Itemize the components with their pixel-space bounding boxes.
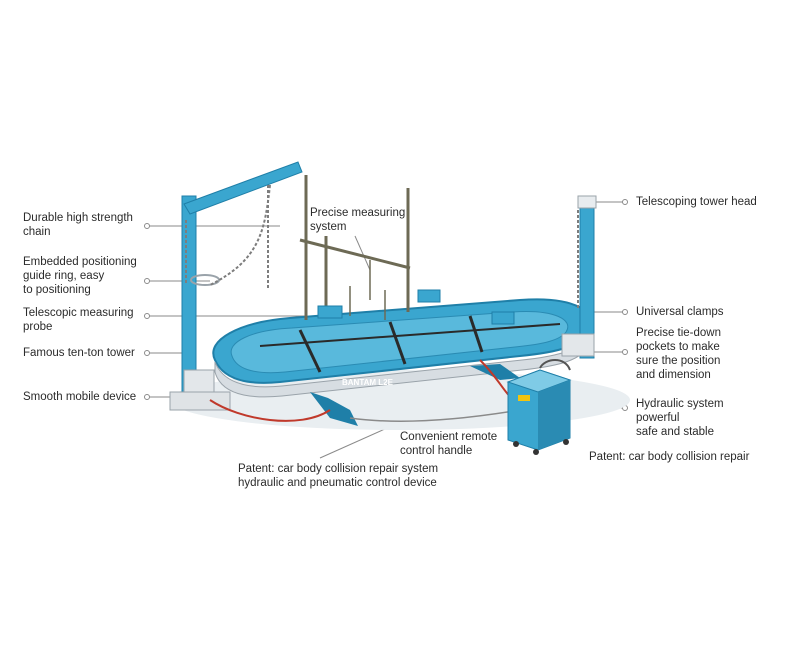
bench-platform <box>212 298 592 426</box>
callout-positioning-ring: Embedded positioning guide ring, easy to… <box>23 256 137 296</box>
measuring-probes <box>349 260 386 320</box>
callout-chain: Durable high strength chain <box>23 212 133 238</box>
right-tower <box>561 195 597 359</box>
callout-mobile: Smooth mobile device <box>23 391 137 403</box>
hydraulic-cabinet <box>506 359 572 455</box>
platform-brand-text: BANTAM L2E <box>342 378 394 387</box>
callout-tower: Famous ten-ton tower <box>23 347 135 359</box>
callout-tie-down: Precise tie-down pockets to make sure th… <box>636 327 722 381</box>
leader-dots <box>144 199 628 411</box>
callout-probe: Telescopic measuring probe <box>23 307 134 333</box>
callout-hydraulic: Hydraulic system powerful safe and stabl… <box>636 398 724 438</box>
callout-remote: Convenient remote control handle <box>400 431 498 457</box>
measuring-rods <box>299 175 411 320</box>
callout-clamps: Universal clamps <box>636 306 724 318</box>
remote-cable <box>349 409 521 422</box>
callout-patent-repair: Patent: car body collision repair <box>589 451 750 463</box>
chains <box>185 184 593 310</box>
universal-clamps <box>317 289 515 325</box>
callout-patent-device: Patent: car body collision repair system… <box>238 463 439 489</box>
callout-measuring-system: Precise measuring system <box>310 207 406 233</box>
callout-tower-head: Telescoping tower head <box>636 196 757 208</box>
